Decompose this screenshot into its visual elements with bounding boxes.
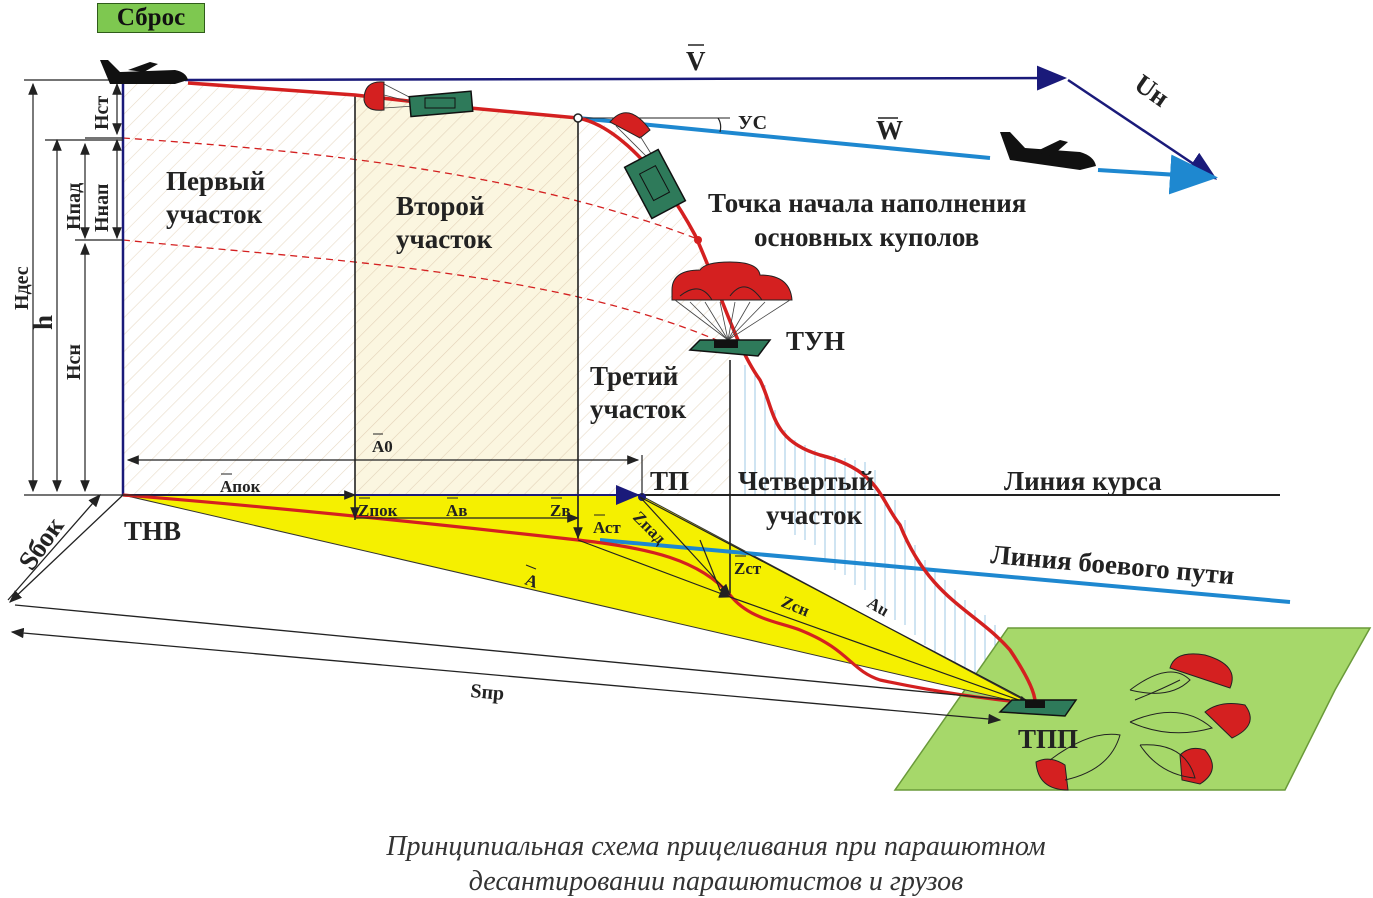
- au-label: Аu: [864, 593, 892, 620]
- hsn-label: Нсн: [63, 344, 85, 380]
- tpp-label: ТПП: [1018, 724, 1078, 754]
- combat-path-line: [599, 538, 1291, 604]
- zst-label: Zст: [734, 559, 762, 578]
- section-verticals: [354, 95, 731, 597]
- dashed-curves: [122, 137, 729, 346]
- sbok-label: Sбок: [12, 511, 70, 575]
- parachute-1-icon: [363, 81, 474, 118]
- tnv-label: ТНВ: [124, 516, 181, 546]
- v-vector: [184, 65, 1067, 91]
- zv-label: Zв: [550, 501, 571, 520]
- combat-line-label: Линия боевого пути: [989, 539, 1235, 590]
- landing-zone: [893, 627, 1372, 791]
- av-label: Ав: [446, 501, 467, 520]
- third-section-line1: Третий: [590, 361, 678, 391]
- deploy-point: [573, 113, 583, 123]
- caption-line1: Принципиальная схема прицеливания при па…: [385, 831, 1045, 862]
- yellow-triangle: [122, 494, 1036, 707]
- fill-point-line2: основных куполов: [754, 222, 979, 252]
- w-vector: [577, 116, 1218, 195]
- us-angle-arc: [717, 117, 722, 133]
- aircraft-icon: [100, 60, 188, 84]
- hst-label: Нст: [91, 96, 113, 130]
- first-section-line2: участок: [166, 199, 263, 229]
- collapsed-canopies-icon: [1035, 653, 1251, 791]
- hpad-label: Нпад: [63, 183, 85, 230]
- spr-label: Sпр: [470, 680, 506, 705]
- second-section-line2: участок: [396, 224, 493, 254]
- fourth-section-line1: Четвертый: [738, 466, 874, 496]
- v-label: V: [686, 46, 706, 76]
- apok-label: Апок: [220, 477, 261, 496]
- fourth-section-lines: [744, 365, 996, 695]
- caption-line2: десантировании парашютистов и грузов: [469, 866, 963, 897]
- hdes-label: Ндес: [11, 266, 33, 310]
- w-label: W: [876, 115, 903, 145]
- us-label: УС: [738, 112, 767, 134]
- a0-label: А0: [372, 437, 393, 456]
- zpok-label: Zпок: [358, 501, 398, 520]
- aircraft-w-icon: [1000, 132, 1096, 170]
- a-bar: [525, 564, 537, 570]
- fill-start-point: [694, 236, 702, 244]
- landed-cargo-icon: [998, 699, 1078, 717]
- reset-label: Сброс: [97, 3, 205, 33]
- ast-label: Аст: [593, 518, 621, 537]
- fourth-section-line2: участок: [766, 500, 863, 530]
- fill-point-line1: Точка начала наполнения: [708, 188, 1026, 218]
- second-section-line1: Второй: [396, 191, 485, 221]
- u-label: Uн: [1129, 68, 1175, 113]
- tun-label: ТУН: [786, 326, 845, 356]
- main-parachute-icon: [671, 261, 793, 357]
- hnap-label: Ннап: [91, 184, 113, 232]
- parachute-2-icon: [609, 112, 687, 220]
- tp-label: ТП: [650, 466, 689, 496]
- h-label: h: [28, 315, 58, 330]
- side-dimensions: [7, 494, 1011, 725]
- height-dimensions: [24, 79, 123, 496]
- hatched-zones: [123, 80, 730, 495]
- course-line-label: Линия курса: [1004, 466, 1162, 496]
- third-section-line2: участок: [590, 394, 687, 424]
- first-section-line1: Первый: [166, 166, 265, 196]
